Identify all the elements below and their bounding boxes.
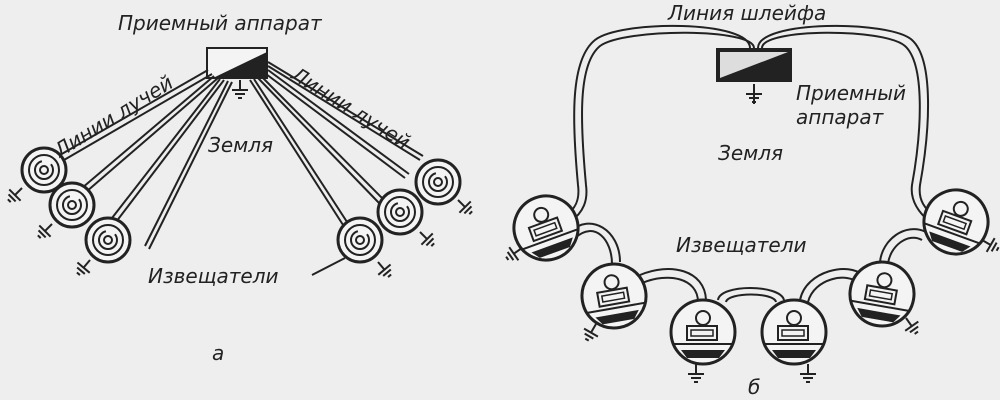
receiver-label-b-line1: Приемный: [796, 81, 906, 105]
beam-lines-label-left: Линии лучей: [49, 70, 177, 163]
detector-a-3: [71, 216, 132, 280]
detectors-label-a: Извещатели: [148, 264, 279, 288]
diagram-b: Линия шлейфа Приемный аппарат Земля Изве…: [501, 1, 1000, 399]
detector-a-6: [414, 158, 478, 220]
receiver-box-a: [206, 47, 268, 79]
diagram-a: Приемный аппарат Линии лучей Линии лучей…: [2, 11, 478, 365]
beam-lines-label-right: Линии лучей: [287, 61, 415, 154]
receiver-label-a: Приемный аппарат: [118, 11, 323, 35]
ground-label-b: Земля: [718, 141, 783, 165]
receiver-box-b: [716, 48, 792, 82]
detector-b-2: [575, 257, 653, 345]
detector-b-6: [913, 179, 1000, 265]
caption-a: а: [212, 341, 224, 365]
caption-b: б: [748, 375, 760, 399]
loop-line-label: Линия шлейфа: [667, 1, 826, 25]
beam-lines-right: [249, 61, 424, 229]
ground-symbol-receiver-a: [231, 79, 249, 99]
beam-lines-left: [59, 69, 233, 250]
detectors-leader-a: [311, 257, 346, 276]
detector-b-5: [843, 255, 924, 339]
detector-b-3: [669, 298, 737, 383]
detector-b-4: [760, 298, 828, 383]
detectors-label-b: Извещатели: [676, 233, 807, 257]
detector-b-1: [501, 185, 589, 271]
receiver-label-b-line2: аппарат: [796, 105, 885, 129]
ground-label-a: Земля: [208, 133, 273, 157]
